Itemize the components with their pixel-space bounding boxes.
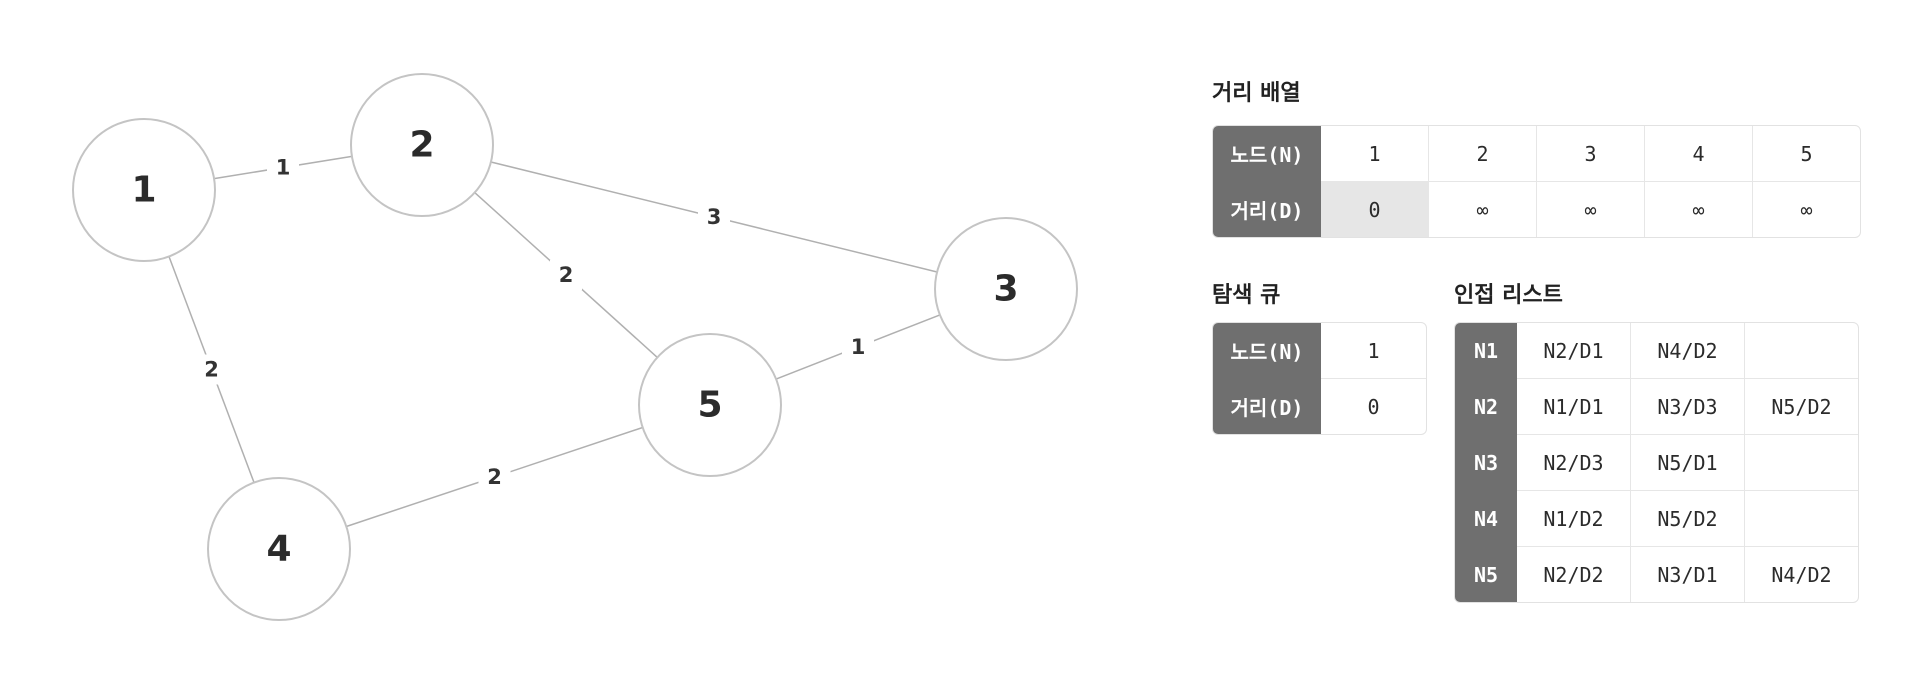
distance-cell-5: ∞ [1800, 197, 1813, 222]
adjacency-entry: N2/D2 [1517, 547, 1631, 602]
adjacency-entry: N3/D3 [1631, 379, 1745, 435]
queue-node-header: 노드(N) [1213, 323, 1321, 379]
adjacency-entry: N3/D1 [1631, 547, 1745, 602]
graph-node-label: 3 [993, 269, 1018, 310]
adjacency-entry: N1/D1 [1517, 379, 1631, 435]
graph-node-2 [350, 73, 494, 217]
adjacency-node-header: N1 [1455, 323, 1517, 379]
adjacency-row: N5 N2/D2 N3/D1 N4/D2 [1455, 547, 1858, 602]
queue-dist-row: 거리(D) 0 [1213, 379, 1426, 434]
graph-node-label: 4 [266, 529, 291, 570]
adjacency-entry [1745, 323, 1858, 379]
queue-node-row: 노드(N) 1 [1213, 323, 1426, 379]
adjacency-entry: N5/D2 [1745, 379, 1858, 435]
graph-node-1 [72, 118, 216, 262]
distance-array-title: 거리 배열 [1212, 81, 1301, 106]
node-cell-4: 4 [1645, 126, 1753, 182]
graph-node-label: 5 [697, 385, 722, 426]
adjacency-entry: N2/D3 [1517, 435, 1631, 491]
queue-distance-header: 거리(D) [1213, 379, 1321, 434]
adjacency-entry: N5/D2 [1631, 491, 1745, 547]
adjacency-node-header: N2 [1455, 379, 1517, 435]
node-cell-5: 5 [1753, 126, 1860, 182]
adjacency-list-table: N1 N2/D1 N4/D2 N2 N1/D1 N3/D3 N5/D2 N3 N… [1454, 322, 1859, 603]
queue-node-cell: 1 [1321, 323, 1426, 379]
node-cell-1: 1 [1321, 126, 1429, 182]
adjacency-row: N4 N1/D2 N5/D2 [1455, 491, 1858, 547]
edge-weight-label: 3 [707, 205, 722, 229]
edge-weight-label: 2 [204, 358, 219, 382]
graph-node-4 [207, 477, 351, 621]
edge-weight-label: 1 [276, 156, 291, 180]
node-cell-2: 2 [1429, 126, 1537, 182]
adjacency-node-header: N3 [1455, 435, 1517, 491]
adjacency-entry: N4/D2 [1771, 562, 1832, 587]
distance-array-dist-row: 거리(D) 0 ∞ ∞ ∞ ∞ [1213, 182, 1860, 237]
adjacency-node-header: N5 [1455, 547, 1517, 602]
adjacency-row: N2 N1/D1 N3/D3 N5/D2 [1455, 379, 1858, 435]
adjacency-node-header: N4 [1455, 491, 1517, 547]
edge-label-background [698, 202, 730, 232]
distance-cell-2: ∞ [1429, 182, 1537, 237]
search-queue-table: 노드(N) 1 거리(D) 0 [1212, 322, 1427, 435]
graph-node-label: 1 [131, 170, 156, 211]
edge-label-background [478, 462, 511, 492]
adjacency-entry [1745, 435, 1858, 491]
adjacency-entry: N4/D2 [1631, 323, 1745, 379]
distance-array-node-row: 노드(N) 1 2 3 4 5 [1213, 126, 1860, 182]
edge-label-background [550, 260, 582, 290]
adjacency-list-title: 인접 리스트 [1454, 283, 1563, 308]
adjacency-entry: N1/D2 [1517, 491, 1631, 547]
distance-row-header: 거리(D) [1213, 182, 1321, 237]
weighted-graph-diagram: 1 3 2 2 1 2 1 2 3 4 5 [72, 73, 1078, 621]
adjacency-row: N3 N2/D3 N5/D1 [1455, 435, 1858, 491]
edge-label-background [195, 354, 228, 385]
graph-node-5 [638, 333, 782, 477]
queue-distance-cell: 0 [1367, 394, 1380, 419]
search-queue-title: 탐색 큐 [1212, 283, 1281, 308]
graph-node-3 [934, 217, 1078, 361]
distance-cell-1: 0 [1321, 182, 1429, 237]
node-row-header: 노드(N) [1213, 126, 1321, 182]
edge-weight-label: 1 [851, 335, 866, 359]
edge-weight-label: 2 [487, 465, 502, 489]
distance-cell-4: ∞ [1645, 182, 1753, 237]
graph-node-label: 2 [409, 125, 434, 166]
adjacency-entry: N2/D1 [1517, 323, 1631, 379]
distance-cell-3: ∞ [1537, 182, 1645, 237]
edge-weight-label: 2 [559, 263, 574, 287]
adjacency-entry: N5/D1 [1631, 435, 1745, 491]
edge-label-background [842, 332, 874, 362]
adjacency-entry [1745, 491, 1858, 547]
distance-array-table: 노드(N) 1 2 3 4 5 거리(D) 0 ∞ ∞ ∞ ∞ [1212, 125, 1861, 238]
node-cell-3: 3 [1537, 126, 1645, 182]
edge-label-background [267, 152, 299, 183]
adjacency-row: N1 N2/D1 N4/D2 [1455, 323, 1858, 379]
